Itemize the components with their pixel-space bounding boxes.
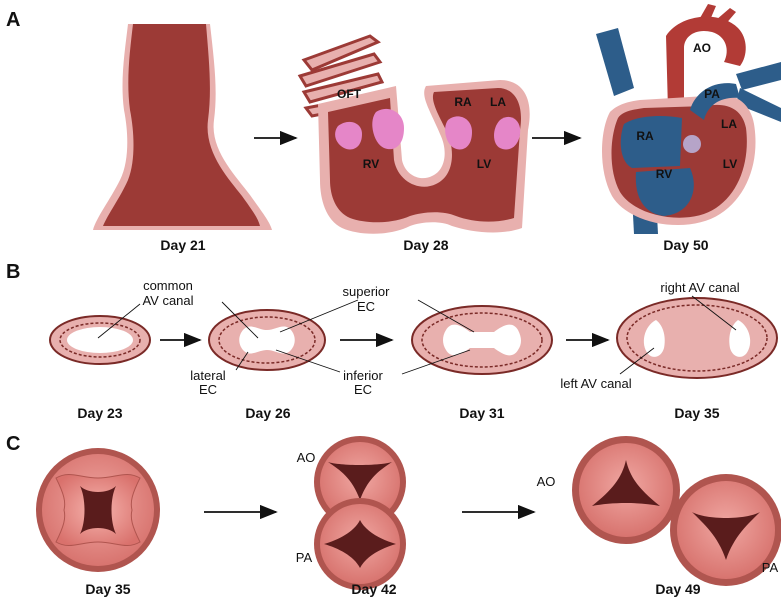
day42-label: Day 42 [351,581,396,597]
lateral-ec-label-1: lateral [190,368,226,383]
day49-ao-label: AO [537,474,556,489]
day28-label: Day 28 [403,237,448,253]
day35-canal [617,298,777,378]
day50-label: Day 50 [663,237,708,253]
right-av-canal-label: right AV canal [660,280,739,295]
day42-ao-label: AO [297,450,316,465]
day21-heart-tube [93,24,272,230]
day31-label: Day 31 [459,405,504,421]
lateral-ec-label-2: EC [199,382,217,397]
panel-label-c: C [6,433,20,455]
day23-label: Day 23 [77,405,122,421]
day21-label: Day 21 [160,237,205,253]
day28-looped-heart [300,36,530,234]
day35-c-label: Day 35 [85,581,130,597]
day49-label: Day 49 [655,581,700,597]
day35-b-label: Day 35 [674,405,719,421]
day50-ao-label: AO [693,41,711,55]
day35-outflow-valve [36,448,160,572]
day42-valves [314,436,406,590]
day31-canal [412,306,552,374]
day50-heart [596,4,781,234]
superior-ec-label-1: superior [343,284,391,299]
common-av-canal-label-2: AV canal [142,293,193,308]
day49-pa-label: PA [762,560,779,575]
day49-valves [572,436,781,586]
day50-pa-label: PA [704,87,720,101]
day50-lv-label: LV [723,157,737,171]
day28-rv-label: RV [363,157,379,171]
inferior-ec-label-2: EC [354,382,372,397]
day42-pa-label: PA [296,550,313,565]
day50-rv-label: RV [656,167,672,181]
panel-label-a: A [6,9,20,31]
day23-av-canal-ring [50,316,150,364]
day28-oft-label: OFT [337,87,362,101]
left-av-canal-label: left AV canal [560,376,631,391]
common-av-canal-label-1: common [143,278,193,293]
day28-lv-label: LV [477,157,491,171]
day28-la-label: LA [490,95,506,109]
superior-ec-label-2: EC [357,299,375,314]
panel-label-b: B [6,261,20,283]
day50-ra-label: RA [636,129,654,143]
inferior-ec-label-1: inferior [343,368,383,383]
day26-label: Day 26 [245,405,290,421]
day50-la-label: LA [721,117,737,131]
day28-ra-label: RA [454,95,472,109]
